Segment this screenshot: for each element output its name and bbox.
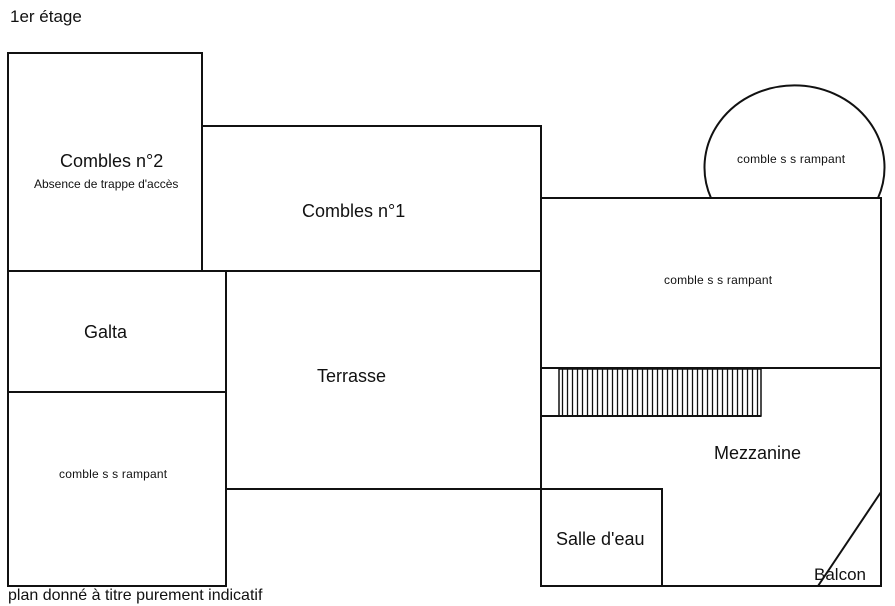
combles2-label: Combles n°2 [60,151,164,171]
combles-rampant-right-label: comble s s rampant [664,273,773,287]
salle-deau-label: Salle d'eau [556,529,645,549]
mezzanine-outline [540,368,882,587]
room-combles-rampant-left-outline [7,391,227,587]
combles2-note: Absence de trappe d'accès [34,177,179,191]
balcon-diagonal-wall [817,491,882,587]
balcon-label: Balcon [814,565,866,584]
room-salle-deau-outline [540,488,663,587]
terrasse-label: Terrasse [317,366,387,386]
combles-rampant-left-label: comble s s rampant [59,467,168,481]
mezzanine-label: Mezzanine [714,443,802,463]
footer-note: plan donné à titre purement indicatif [8,587,263,604]
room-combles1-outline [201,125,542,272]
galta-label: Galta [84,322,128,342]
floor-title: 1er étage [10,7,82,26]
room-combles-rampant-round-outline [703,84,886,199]
staircase [558,368,762,417]
combles-rampant-round-label: comble s s rampant [737,152,846,166]
combles1-label: Combles n°1 [302,201,406,221]
